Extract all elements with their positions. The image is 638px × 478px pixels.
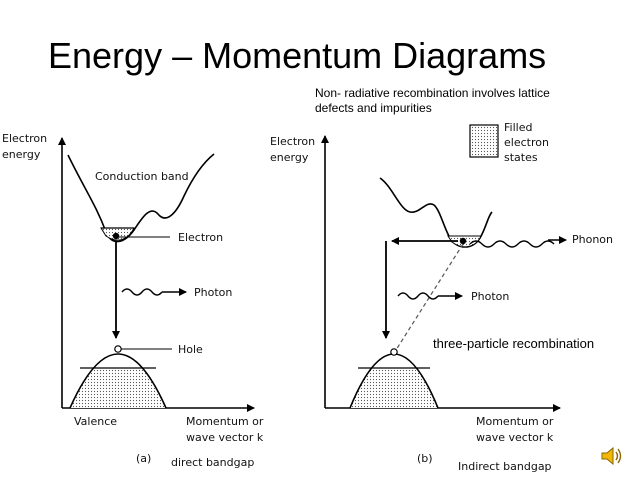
speaker-icon[interactable] — [600, 446, 624, 466]
panel-b-conduction-band-curve — [379, 177, 493, 248]
panel-a-conduction-band-curve — [67, 153, 215, 243]
panel-a-hole-label: Hole — [178, 343, 203, 356]
panel-b-phonon-wave — [469, 240, 555, 248]
note-text: Non- radiative recombination involves la… — [315, 86, 615, 116]
panel-b-caption: Indirect bandgap — [458, 460, 552, 473]
panel-b-photon-label: Photon — [471, 290, 509, 303]
panel-b-x-label-2: wave vector k — [476, 431, 554, 444]
panel-a-y-label-1: Electron — [2, 132, 47, 145]
panel-b-letter: (b) — [417, 452, 433, 465]
panel-b-legend-line-2: electron — [504, 136, 549, 149]
panel-a-conduction-label: Conduction band — [95, 170, 189, 183]
recombination-label: three-particle recombination — [433, 336, 595, 351]
panel-a-valence-band-curve — [69, 353, 167, 409]
panel-b-y-label-1: Electron — [270, 135, 315, 148]
panel-a-hole-circle — [114, 345, 122, 353]
slide-title: Energy – Momentum Diagrams — [48, 35, 547, 76]
panel-b-x-label-1: Momentum or — [476, 415, 554, 428]
panel-a-electron-dot — [112, 232, 120, 240]
panel-b-legend-swatch — [469, 124, 499, 158]
panel-a-y-label-2: energy — [2, 148, 41, 161]
panel-a-x-label-1: Momentum or — [186, 415, 264, 428]
panel-a-valence-label: Valence — [74, 415, 117, 428]
panel-b-photon-wave — [397, 292, 439, 300]
panel-b-legend-line-3: states — [504, 151, 538, 164]
panel-b-y-label-2: energy — [270, 151, 309, 164]
panel-a-x-label-2: wave vector k — [186, 431, 264, 444]
panel-b-phonon-label: Phonon — [572, 233, 613, 246]
panel-b-legend-line-1: Filled — [504, 121, 532, 134]
note-line-2: defects and impurities — [315, 101, 432, 115]
panel-a-caption: direct bandgap — [171, 456, 254, 469]
panel-a: Electron energy Conduction band Electron… — [2, 132, 264, 469]
panel-b-electron-dot — [459, 237, 467, 245]
panel-b: Electron energy Filled electron states P… — [270, 121, 613, 473]
panel-a-letter: (a) — [136, 452, 151, 465]
panel-a-photon-wave — [121, 288, 163, 296]
note-line-1: Non- radiative recombination involves la… — [315, 86, 550, 100]
panel-b-hole-circle — [390, 348, 398, 356]
panel-a-photon-label: Photon — [194, 286, 232, 299]
panel-a-electron-label: Electron — [178, 231, 223, 244]
